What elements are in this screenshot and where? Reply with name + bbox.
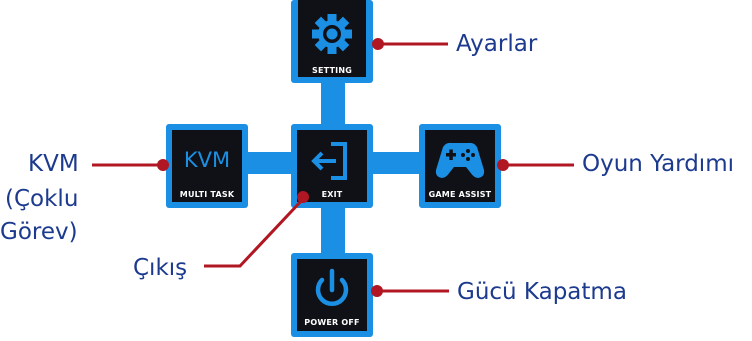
callout-lines — [92, 42, 574, 293]
multitask-tile[interactable] — [172, 130, 242, 202]
arm-right — [365, 152, 425, 174]
label-oyun-yardimi: Oyun Yardımı — [582, 151, 734, 177]
callout-line-cikis — [204, 196, 306, 268]
gear-icon — [312, 14, 352, 54]
label-coklu: (Çoklu — [5, 186, 79, 212]
power-icon — [315, 268, 349, 307]
kvm-icon: KVM — [183, 148, 231, 172]
exit-caption: EXIT — [321, 190, 343, 199]
setting-caption: SETTING — [312, 66, 352, 75]
multitask-caption: MULTI TASK — [179, 190, 235, 199]
label-cikis: Çıkış — [133, 255, 188, 281]
gameassist-caption: GAME ASSIST — [428, 190, 492, 199]
poweroff-caption: POWER OFF — [304, 318, 360, 327]
label-kvm: KVM — [28, 151, 79, 177]
label-gorev: Görev) — [0, 219, 78, 245]
label-gucu-kapatma: Gücü Kapatma — [457, 279, 627, 305]
exit-icon — [311, 142, 347, 180]
label-ayarlar: Ayarlar — [456, 31, 538, 57]
callout-dots — [157, 38, 509, 297]
gamepad-icon — [435, 142, 485, 178]
arm-left — [240, 152, 300, 174]
